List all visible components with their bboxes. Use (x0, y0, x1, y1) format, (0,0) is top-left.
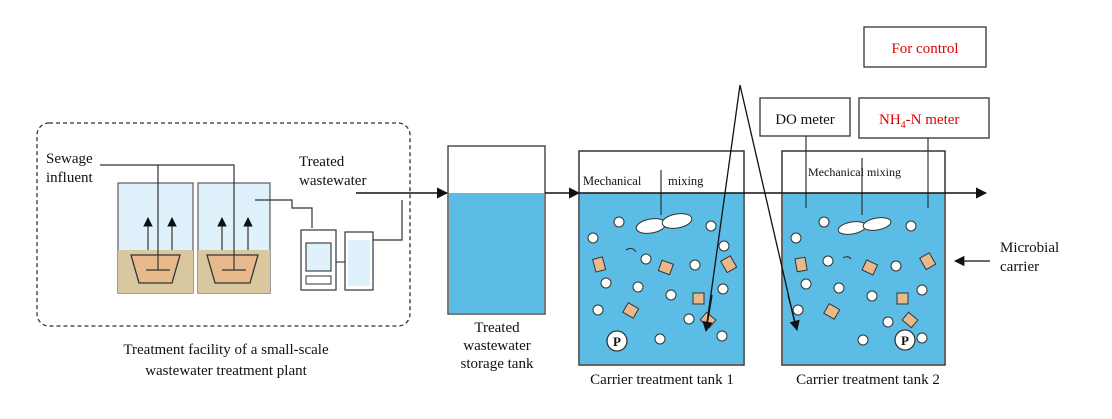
carrier-label-1: Microbial (1000, 240, 1059, 256)
facility-boundary (36, 122, 411, 327)
effluent-pipe (255, 199, 313, 228)
control-box (863, 26, 987, 68)
sewage-label-2: influent (46, 170, 93, 186)
influent-pipe (100, 164, 235, 170)
storage-tank (447, 145, 546, 315)
tank2-caption: Carrier treatment tank 2 (796, 372, 940, 388)
disinfection-unit (300, 200, 403, 291)
storage-caption-2: wastewater (463, 338, 530, 354)
carrier-label-2: carrier (1000, 259, 1039, 275)
pump1-label: P (613, 334, 621, 349)
storage-caption-3: storage tank (461, 356, 534, 372)
do-meter-label: DO meter (775, 112, 835, 128)
nh4-meter-label: NH4-N meter (879, 112, 959, 131)
carrier-tank-2: P (781, 135, 946, 366)
mixing2-label: Mechanical mixing (808, 165, 901, 179)
mixing1-label-a: Mechanical (583, 174, 642, 188)
facility-caption-1: Treatment facility of a small-scale (123, 342, 329, 358)
carrier-tank-1: P (578, 150, 745, 366)
pump-icon (894, 329, 916, 351)
mixing1-label-b: mixing (668, 174, 704, 188)
tank1-caption: Carrier treatment tank 1 (590, 372, 734, 388)
pump-icon (606, 330, 628, 352)
transfer-line (705, 84, 797, 331)
facility-caption-2: wastewater treatment plant (145, 363, 307, 379)
treated-label-2: wastewater (299, 173, 366, 189)
sewage-label-1: Sewage (46, 151, 93, 167)
facility-reactor-1 (117, 170, 194, 294)
control-label: For control (891, 41, 958, 57)
pump2-label: P (901, 333, 909, 348)
nh4-meter-box (858, 97, 990, 139)
do-meter-box (759, 97, 851, 137)
storage-caption-1: Treated (474, 320, 520, 336)
treated-label-1: Treated (299, 154, 345, 170)
facility-reactor-2 (197, 170, 271, 294)
